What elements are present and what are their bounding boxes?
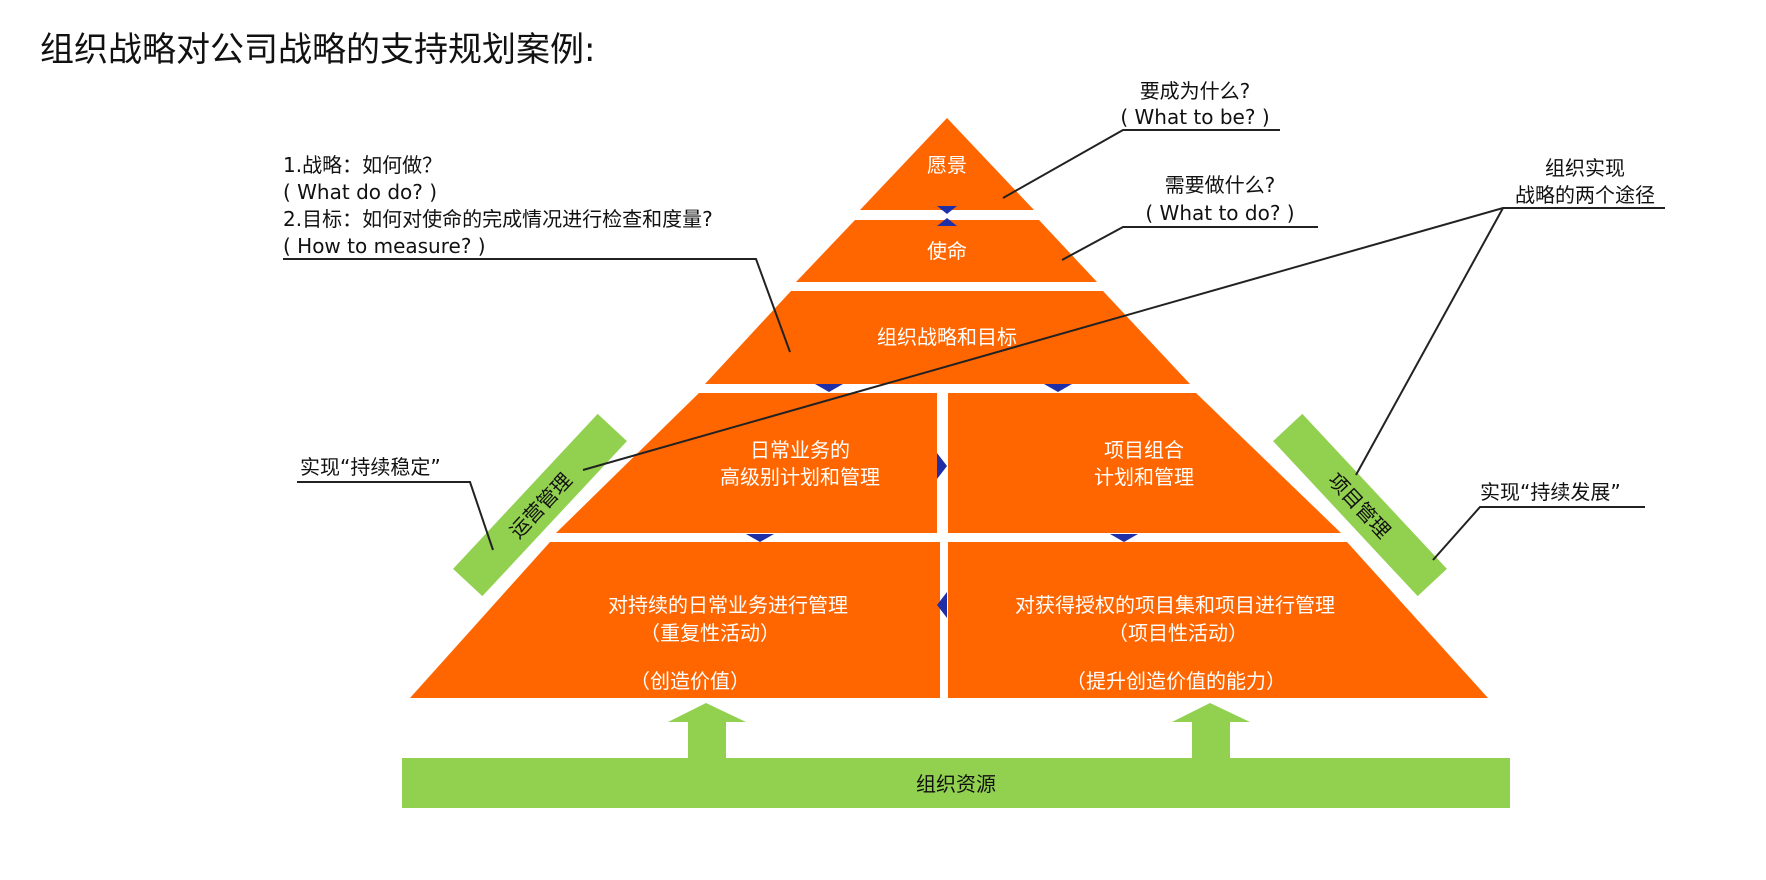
leader-development	[1432, 506, 1645, 561]
vision-label: 愿景	[927, 153, 967, 177]
layer-vision	[860, 118, 1034, 210]
resources-bar	[402, 758, 1510, 808]
arrow-up-right-icon	[1172, 703, 1250, 758]
layer-project-plan	[948, 393, 1341, 533]
ops-manage-line3: （创造价值）	[630, 669, 750, 693]
strategy-line1: 1.战略：如何做？	[283, 153, 442, 177]
mission-label: 使命	[927, 239, 967, 263]
two-paths-line2: 战略的两个途径	[1515, 183, 1655, 207]
layer-project-manage	[948, 542, 1488, 698]
layer-ops-plan	[556, 393, 937, 533]
what-to-be-line2: ( What to be? )	[1120, 105, 1269, 129]
leader-strategy	[283, 258, 791, 353]
ops-plan-line1: 日常业务的	[750, 438, 850, 462]
layer-mission	[796, 220, 1097, 282]
project-manage-line3: （提升创造价值的能力）	[1066, 669, 1286, 693]
project-manage-line1: 对获得授权的项目集和项目进行管理	[1015, 593, 1335, 617]
development-label: 实现“持续发展”	[1480, 480, 1621, 504]
strategy-line4: ( How to measure? )	[283, 234, 486, 258]
what-to-be-line1: 要成为什么?	[1140, 79, 1251, 103]
project-plan-line2: 计划和管理	[1094, 465, 1194, 489]
leader-what-to-be	[1002, 129, 1280, 199]
ops-manage-line2: （重复性活动）	[640, 621, 780, 645]
connector-vision-mission-b	[937, 218, 957, 226]
strategy-line3: 2.目标：如何对使命的完成情况进行检查和度量?	[283, 207, 713, 231]
leader-what-to-do	[1061, 226, 1318, 261]
stable-label: 实现“持续稳定”	[300, 455, 441, 479]
layer-strategy-goals	[705, 291, 1190, 384]
connector-project-plan-manage	[1110, 534, 1138, 542]
strategy-goals-label: 组织战略和目标	[877, 325, 1017, 349]
what-to-do-line2: ( What to do? )	[1145, 201, 1294, 225]
ops-manage-line1: 对持续的日常业务进行管理	[608, 593, 848, 617]
what-to-do-line1: 需要做什么?	[1165, 173, 1276, 197]
leader-two-paths-project	[1355, 207, 1504, 476]
connector-project-ops-manage	[937, 592, 947, 618]
project-manage-line2: （项目性活动）	[1108, 621, 1248, 645]
connector-strategy-project	[1044, 384, 1072, 392]
connector-ops-plan-manage	[746, 534, 774, 542]
project-plan-line1: 项目组合	[1104, 438, 1184, 462]
strategy-line2: ( What do do? )	[283, 180, 437, 204]
project-side-bar: 项目管理	[1273, 413, 1447, 597]
page-title: 组织战略对公司战略的支持规划案例:	[40, 30, 596, 70]
connector-strategy-ops	[815, 384, 843, 392]
arrow-up-left-icon	[668, 703, 746, 758]
ops-plan-line2: 高级别计划和管理	[720, 465, 880, 489]
layer-ops-manage	[410, 542, 940, 698]
connector-ops-project-plan	[937, 453, 947, 479]
leader-stable	[297, 481, 494, 551]
two-paths-line1: 组织实现	[1545, 156, 1625, 180]
connector-vision-mission	[937, 206, 957, 214]
resources-label: 组织资源	[916, 772, 996, 796]
